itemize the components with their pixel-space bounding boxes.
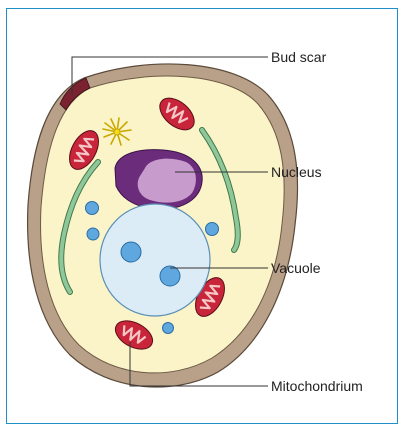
vesicle	[206, 223, 219, 236]
vesicle	[87, 228, 99, 240]
label-mitochondrium: Mitochondrium	[271, 378, 363, 394]
vesicle	[86, 202, 99, 215]
vacuole-granule-bottom	[160, 266, 180, 286]
vesicle	[163, 323, 174, 334]
vacuole-granule-top	[121, 242, 141, 262]
label-bud-scar: Bud scar	[271, 49, 326, 65]
label-nucleus: Nucleus	[271, 164, 322, 180]
vacuole	[100, 204, 210, 316]
label-vacuole: Vacuole	[271, 260, 321, 276]
